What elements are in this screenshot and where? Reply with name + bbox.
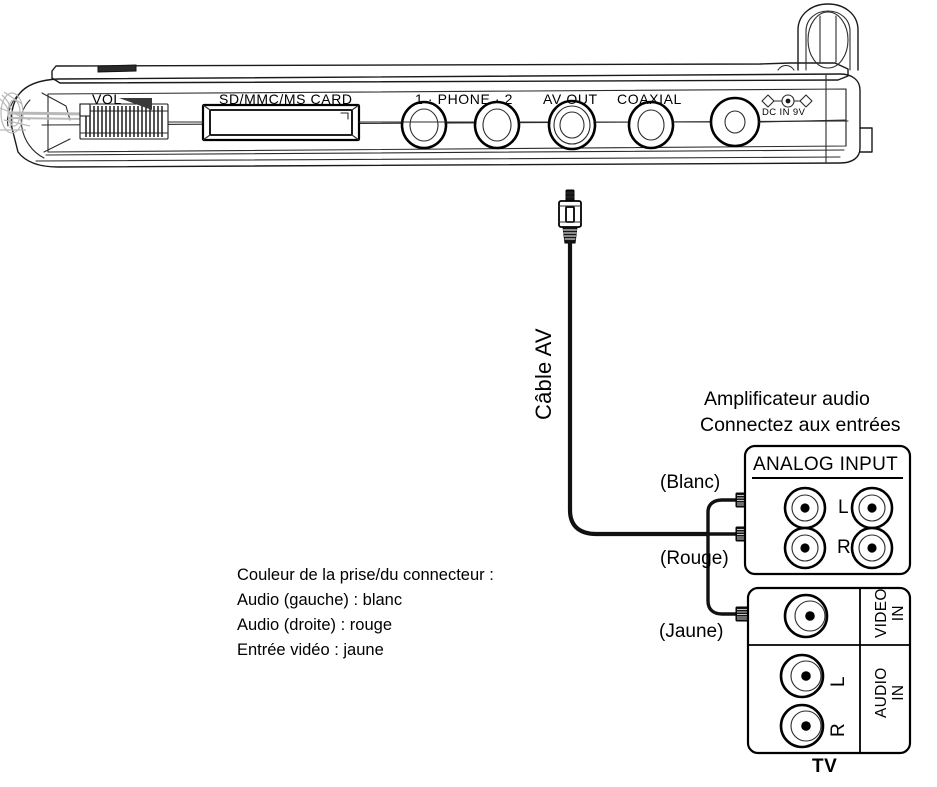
dc-polarity-icon [761,94,813,108]
amplifier-heading-line1: Amplificateur audio [704,388,870,410]
tv-jack-audio-right[interactable] [779,703,825,749]
port-label-phone: 1 · PHONE · 2 [415,91,514,107]
legend-line-video-in: Entrée vidéo : jaune [237,641,384,659]
amplifier-panel-title: ANALOG INPUT [753,454,899,475]
av-cable-run [567,240,711,537]
tv-section-audio-in: AUDIO IN [873,667,908,718]
port-label-av-out: AV OUT [543,91,598,107]
amp-jack-right-outer[interactable] [783,526,827,570]
device-body [0,3,873,168]
cable-label: Câble AV [531,328,556,420]
card-slot[interactable] [167,103,403,142]
tv-channel-l: L [828,676,849,687]
amplifier-panel [743,444,912,576]
port-label-card-slot: SD/MMC/MS CARD [219,91,353,107]
legend-line-audio-right: Audio (droite) : rouge [237,616,393,634]
amplifier-heading-line2: Connectez aux entrées [700,414,901,436]
wire-tag-yellow: (Jaune) [659,621,724,642]
wire-tag-white: (Blanc) [660,472,721,493]
amplifier-channel-r: R [837,537,851,558]
legend-title: Couleur de la prise/du connecteur : [237,566,494,584]
volume-arrow-icon [119,98,152,110]
port-label-coaxial: COAXIAL [617,91,682,107]
volume-wheel[interactable] [79,103,169,140]
port-label-vol: VOL [92,91,122,107]
tv-section-video-in: VIDEO IN [873,588,908,638]
av-mini-plug [558,189,582,244]
device-handle [797,3,859,71]
wire-tag-red: (Rouge) [660,548,729,569]
tv-jack-audio-left[interactable] [779,653,825,699]
tv-panel [746,586,912,755]
dc-in-jack[interactable] [709,96,847,148]
coaxial-jack[interactable] [627,100,712,150]
tv-channel-r: R [828,723,849,737]
legend-line-audio-left: Audio (gauche) : blanc [237,591,403,609]
amp-jack-left-outer[interactable] [783,486,827,530]
tv-section-audio-in-line1: AUDIO [873,667,890,718]
port-label-dc-in: DC IN 9V [762,107,806,118]
amp-jack-left-inner[interactable] [850,486,894,530]
tv-section-video-in-line2: IN [890,605,908,622]
tv-label: TV [812,756,838,777]
phone-1-jack[interactable] [400,100,479,150]
av-out-jack[interactable] [547,99,629,151]
tv-section-video-in-line1: VIDEO [873,588,890,638]
tv-jack-video[interactable] [783,593,829,639]
phone-2-jack[interactable] [473,100,552,150]
tv-section-audio-in-line2: IN [890,684,908,701]
amplifier-channel-l: L [838,497,849,518]
amp-jack-right-inner[interactable] [850,526,894,570]
